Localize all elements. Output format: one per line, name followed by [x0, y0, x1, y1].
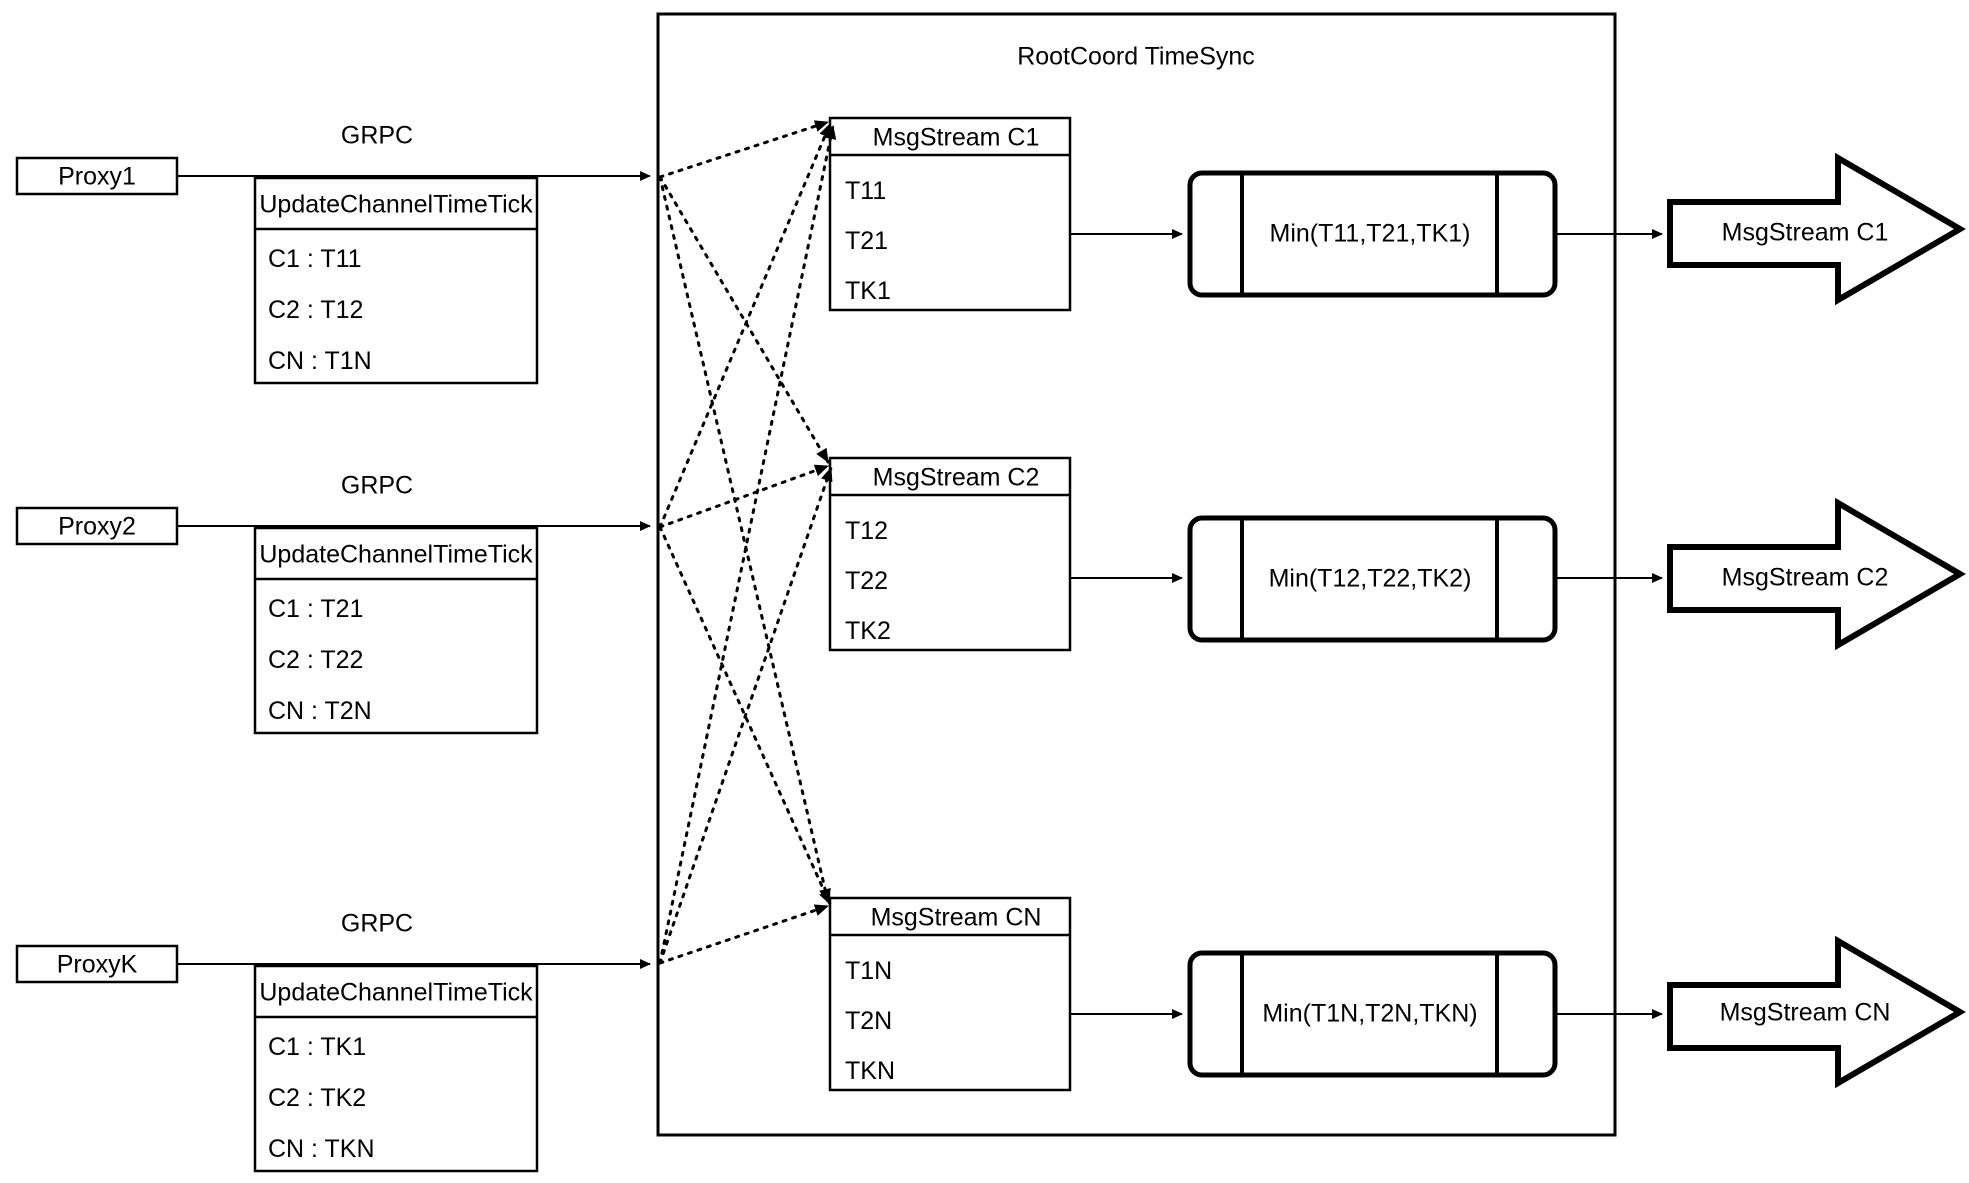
proxy-label-3: ProxyK	[56, 950, 138, 979]
msgstream-header-2: MsgStream C2	[872, 463, 1040, 492]
proxy-box-2	[15, 506, 179, 546]
proxy-label-2: Proxy2	[58, 512, 136, 541]
request-row-2-1: C2 : T22	[268, 646, 364, 674]
dotted-link-p1-c2	[658, 175, 830, 464]
request-box-3	[253, 964, 539, 1173]
proxy-box-1	[15, 156, 179, 196]
msgstream-header-3: MsgStream CN	[870, 903, 1042, 932]
dotted-link-p2-c1	[658, 122, 832, 529]
min-label-2: Min(T12,T22,TK2)	[1268, 564, 1472, 593]
grpc-label-1: GRPC	[340, 121, 414, 150]
output-block-arrow-2	[1667, 497, 1966, 651]
request-row-3-1: C2 : TK2	[268, 1084, 367, 1112]
dotted-link-p1-cn	[658, 175, 831, 904]
grpc-label-3: GRPC	[340, 909, 414, 938]
msgstream-row-3-2: TKN	[845, 1057, 895, 1085]
request-row-1-2: CN : T1N	[268, 347, 372, 375]
request-row-1-0: C1 : T11	[268, 245, 362, 273]
dotted-link-p2-cn	[658, 525, 832, 906]
output-label-3: MsgStream CN	[1719, 998, 1891, 1027]
dotted-link-p3-c2	[658, 466, 833, 965]
msgstream-row-3-1: T2N	[845, 1007, 893, 1035]
msgstream-box-1	[828, 116, 1072, 312]
request-box-2	[253, 526, 539, 735]
msgstream-row-1-0: T11	[845, 177, 887, 205]
rootcoord-timesync-container	[656, 12, 1617, 1137]
dotted-link-p3-cn	[658, 904, 830, 965]
dotted-link-p1-c1	[658, 120, 830, 179]
request-row-3-2: CN : TKN	[268, 1135, 375, 1163]
msgstream-box-3	[828, 896, 1072, 1092]
request-row-2-0: C1 : T21	[268, 595, 364, 623]
msgstream-row-2-2: TK2	[845, 617, 891, 645]
output-block-arrow-3	[1667, 935, 1966, 1089]
request-header-1: UpdateChannelTimeTick	[259, 190, 533, 219]
request-row-2-2: CN : T2N	[268, 697, 372, 725]
request-header-2: UpdateChannelTimeTick	[259, 540, 533, 569]
request-row-1-1: C2 : T12	[268, 296, 364, 324]
msgstream-header-1: MsgStream C1	[872, 123, 1040, 152]
output-block-arrow-1	[1667, 152, 1966, 306]
dotted-link-p3-c1	[658, 124, 837, 965]
output-label-2: MsgStream C2	[1721, 563, 1889, 592]
output-label-1: MsgStream C1	[1721, 218, 1889, 247]
request-row-3-0: C1 : TK1	[268, 1033, 367, 1061]
msgstream-row-1-2: TK1	[845, 277, 891, 305]
proxy-label-1: Proxy1	[58, 162, 136, 191]
dotted-link-p2-c2	[658, 464, 830, 529]
min-label-3: Min(T1N,T2N,TKN)	[1262, 999, 1478, 1028]
msgstream-box-2	[828, 456, 1072, 652]
msgstream-row-3-0: T1N	[845, 957, 893, 985]
min-label-1: Min(T11,T21,TK1)	[1269, 219, 1471, 248]
msgstream-row-2-1: T22	[845, 567, 889, 595]
request-box-1	[253, 176, 539, 385]
msgstream-row-1-1: T21	[845, 227, 889, 255]
rootcoord-timesync-title: RootCoord TimeSync	[1017, 42, 1255, 71]
grpc-label-2: GRPC	[340, 471, 414, 500]
request-header-3: UpdateChannelTimeTick	[259, 978, 533, 1007]
msgstream-row-2-0: T12	[845, 517, 889, 545]
